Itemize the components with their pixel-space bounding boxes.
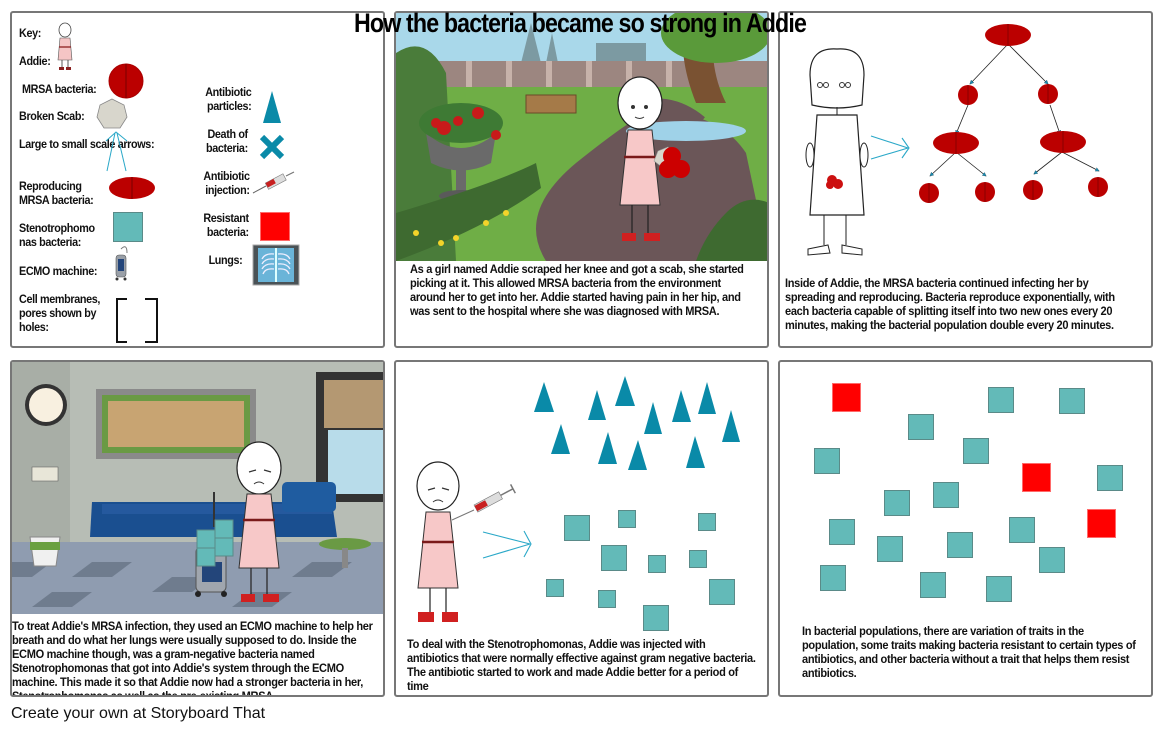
bacteria-division-tree	[919, 24, 1108, 203]
key-label-steno: Stenotrophomo nas bacteria:	[19, 221, 95, 249]
heptagon-scab-icon	[96, 98, 128, 129]
key-label-scab: Broken Scab:	[19, 109, 85, 123]
scale-arrow-icon	[870, 135, 910, 160]
resistant-bacterium	[832, 383, 861, 412]
antibiotic-particles	[534, 376, 740, 470]
scale-arrow-icon	[482, 530, 532, 559]
lungs-xray-icon	[252, 244, 300, 286]
syringe-icon	[252, 171, 295, 194]
addie-character	[617, 76, 690, 241]
panel-hospital: To treat Addie's MRSA infection, they us…	[10, 360, 385, 697]
park-scene-illustration	[396, 13, 767, 262]
membrane-brackets-icon	[116, 298, 158, 343]
panel-caption: In bacterial populations, there are vari…	[802, 624, 1136, 680]
x-cross-icon	[259, 134, 285, 160]
panel-injection: To deal with the Stenotrophomonas, Addie…	[394, 360, 769, 697]
double-arrow-icon	[105, 131, 128, 172]
key-label-arrows: Large to small scale arrows:	[19, 137, 155, 151]
key-label-death: Death of bacteria:	[206, 127, 248, 155]
addie-outline-figure	[805, 48, 869, 256]
resistant-bacterium	[1022, 463, 1051, 492]
storyboard-title: How the bacteria became so strong in Add…	[353, 8, 807, 38]
panel-caption: As a girl named Addie scraped her knee a…	[410, 262, 744, 318]
key-label-membranes: Cell membranes, pores shown by holes:	[19, 292, 101, 334]
key-label-injection: Antibiotic injection:	[203, 169, 250, 197]
panel-park: As a girl named Addie scraped her knee a…	[394, 11, 769, 348]
mrsa-circle-icon	[108, 63, 144, 99]
ecmo-machine	[195, 492, 234, 597]
key-heading: Key:	[19, 26, 41, 40]
panel-caption: To deal with the Stenotrophomonas, Addie…	[407, 637, 756, 693]
key-label-ecmo: ECMO machine:	[19, 264, 98, 278]
panel-reproduction: Inside of Addie, the MRSA bacteria conti…	[778, 11, 1153, 348]
red-square-icon	[260, 212, 290, 241]
teal-square-icon	[113, 212, 143, 242]
teal-triangle-icon	[263, 91, 281, 123]
panel-caption: To treat Addie's MRSA infection, they us…	[12, 619, 373, 697]
storyboard-that-link[interactable]: Create your own at Storyboard That	[11, 705, 266, 722]
panel-key: Key: Addie: MRSA bacteria: Broken Scab: …	[10, 11, 385, 348]
key-label-lungs: Lungs:	[208, 253, 243, 267]
resistant-bacterium	[1087, 509, 1116, 538]
panel-caption: Inside of Addie, the MRSA bacteria conti…	[785, 276, 1115, 332]
key-label-reproducing: Reproducing MRSA bacteria:	[19, 179, 94, 207]
key-label-addie: Addie:	[19, 54, 51, 68]
key-label-resistant: Resistant bacteria:	[203, 211, 249, 239]
ecmo-machine-icon	[115, 246, 128, 281]
key-label-antibiotic-particles: Antibiotic particles:	[205, 85, 252, 113]
addie-figure-icon	[57, 22, 73, 70]
key-label-mrsa: MRSA bacteria:	[22, 82, 97, 96]
panel-variation: In bacterial populations, there are vari…	[778, 360, 1153, 697]
addie-injected-character	[416, 461, 516, 622]
addie-sad-character	[236, 441, 282, 602]
mrsa-ellipse-icon	[109, 177, 155, 199]
